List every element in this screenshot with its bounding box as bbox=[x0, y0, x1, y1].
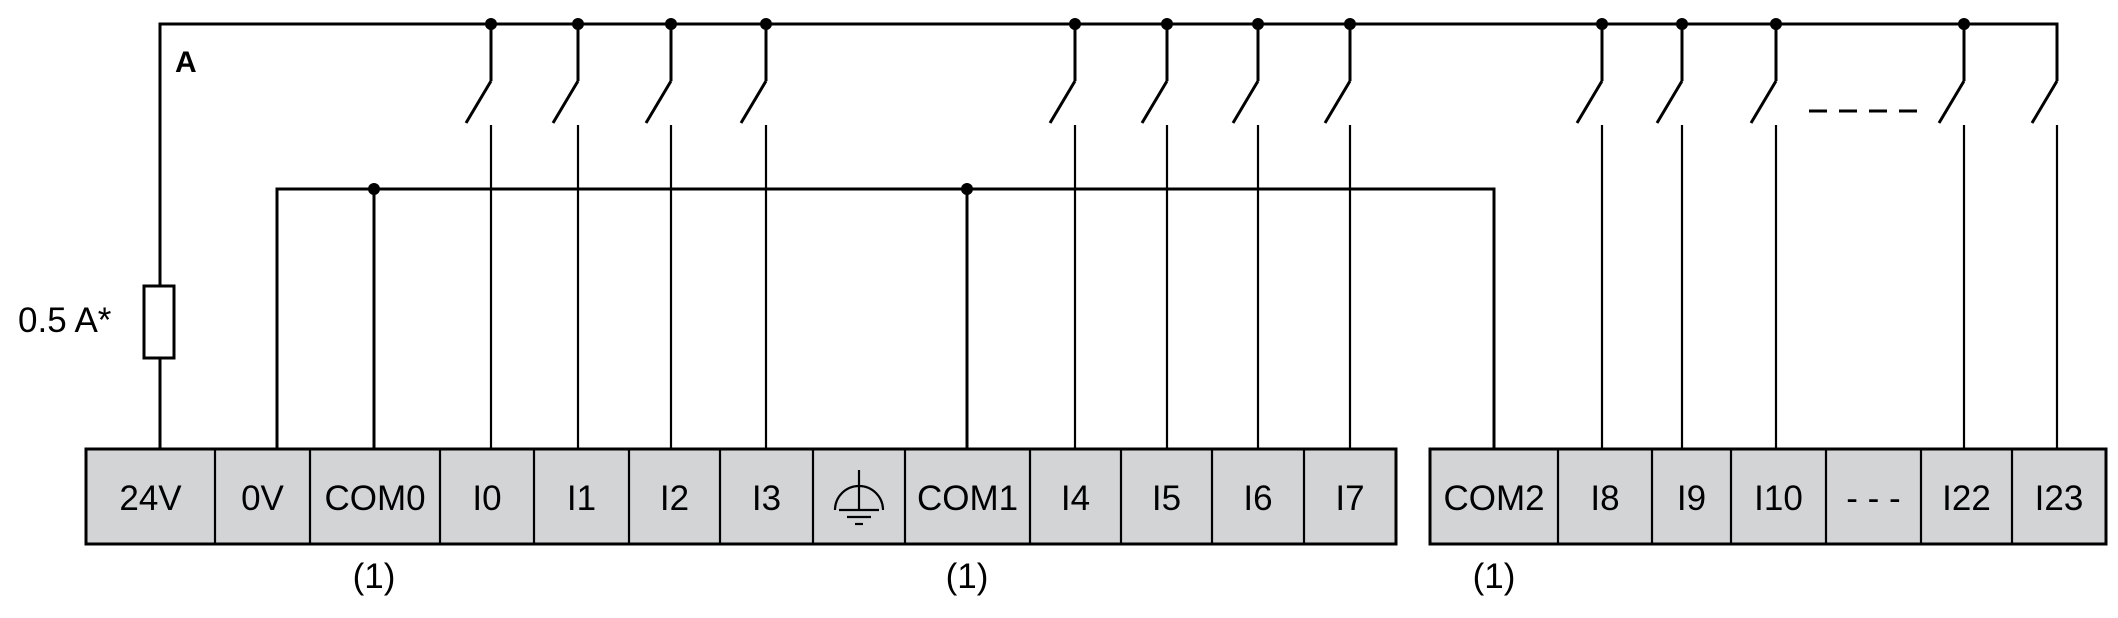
switch-contact-icon bbox=[1140, 80, 1169, 124]
junction-dot bbox=[1161, 18, 1173, 30]
junction-dot bbox=[1676, 18, 1688, 30]
switch-contact-icon bbox=[739, 80, 768, 124]
fuse-label: 0.5 A* bbox=[18, 301, 112, 340]
terminal-label: I5 bbox=[1152, 479, 1181, 518]
junction-dot bbox=[1252, 18, 1264, 30]
terminal-label: 0V bbox=[241, 479, 284, 518]
switch-contact-icon bbox=[1575, 80, 1604, 124]
ground-icon bbox=[833, 470, 885, 526]
terminal-label: - - - bbox=[1846, 479, 1900, 518]
terminal-label: COM0 bbox=[324, 479, 425, 518]
switch-contact-icon bbox=[1048, 80, 1077, 124]
common-bus bbox=[275, 187, 1496, 449]
switch-contact-icon bbox=[1323, 80, 1352, 124]
switch-contact-icon bbox=[1231, 80, 1260, 124]
terminal-blocks: 24V 0V COM0 I0 I1 I2 I3 COM1 I4 I5 I6 I7 COM2 I8 I9 I10… bbox=[84, 447, 2108, 546]
terminal-label: COM1 bbox=[917, 479, 1018, 518]
junction-dot bbox=[1344, 18, 1356, 30]
wires bbox=[142, 18, 2059, 449]
switch-contact-icon bbox=[464, 80, 493, 124]
note-label-com1: (1) bbox=[946, 557, 989, 596]
junction-dot bbox=[368, 183, 380, 195]
label-a: A bbox=[175, 46, 197, 79]
junction-dot bbox=[1596, 18, 1608, 30]
junction-dot bbox=[1770, 18, 1782, 30]
junction-dot bbox=[1958, 18, 1970, 30]
terminal-label: I3 bbox=[752, 479, 781, 518]
terminal-label: I1 bbox=[567, 479, 596, 518]
junction-dot bbox=[1069, 18, 1081, 30]
terminal-label: I23 bbox=[2035, 479, 2084, 518]
switch-contact-icon bbox=[1937, 80, 1966, 124]
junction-dot bbox=[760, 18, 772, 30]
switch-contact-icon bbox=[2030, 80, 2059, 124]
note-label-com0: (1) bbox=[353, 557, 396, 596]
terminal-label: I22 bbox=[1942, 479, 1991, 518]
terminal-label: I0 bbox=[472, 479, 501, 518]
terminal-label: I6 bbox=[1243, 479, 1272, 518]
note-label-com2: (1) bbox=[1473, 557, 1516, 596]
ground-arc bbox=[833, 484, 885, 511]
terminal-label: 24V bbox=[119, 479, 182, 518]
switch-contact-icon bbox=[644, 80, 673, 124]
junction-dot bbox=[961, 183, 973, 195]
terminal-label: I2 bbox=[660, 479, 689, 518]
terminal-label: I7 bbox=[1335, 479, 1364, 518]
fuse-icon bbox=[142, 284, 176, 360]
terminal-label: I10 bbox=[1754, 479, 1803, 518]
terminal-block-2 bbox=[1428, 447, 2108, 546]
junction-dot bbox=[485, 18, 497, 30]
switch-contact-icon bbox=[551, 80, 580, 124]
junction-dot bbox=[572, 18, 584, 30]
terminal-label: COM2 bbox=[1443, 479, 1544, 518]
terminal-label: I8 bbox=[1590, 479, 1619, 518]
switch-contact-icon bbox=[1655, 80, 1684, 124]
terminal-block-1 bbox=[84, 447, 1398, 546]
switch-contact-icon bbox=[1749, 80, 1778, 124]
terminal-label: I9 bbox=[1677, 479, 1706, 518]
terminal-label: I4 bbox=[1061, 479, 1090, 518]
junction-dot bbox=[665, 18, 677, 30]
